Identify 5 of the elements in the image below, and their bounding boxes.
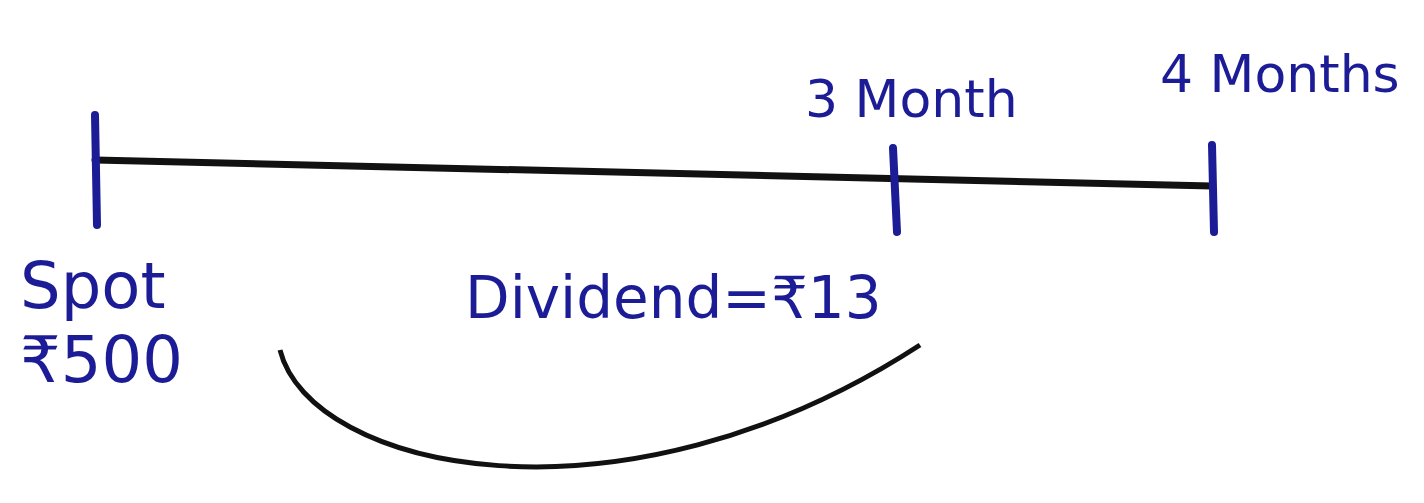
handwritten-text: Spot ₹500 (20, 250, 280, 398)
handwritten-text: Dividend=₹13 (465, 265, 965, 332)
connector-curve (277, 342, 922, 469)
time-label: 3 Month (805, 70, 1018, 130)
time-label: 4 Months (1160, 45, 1400, 105)
